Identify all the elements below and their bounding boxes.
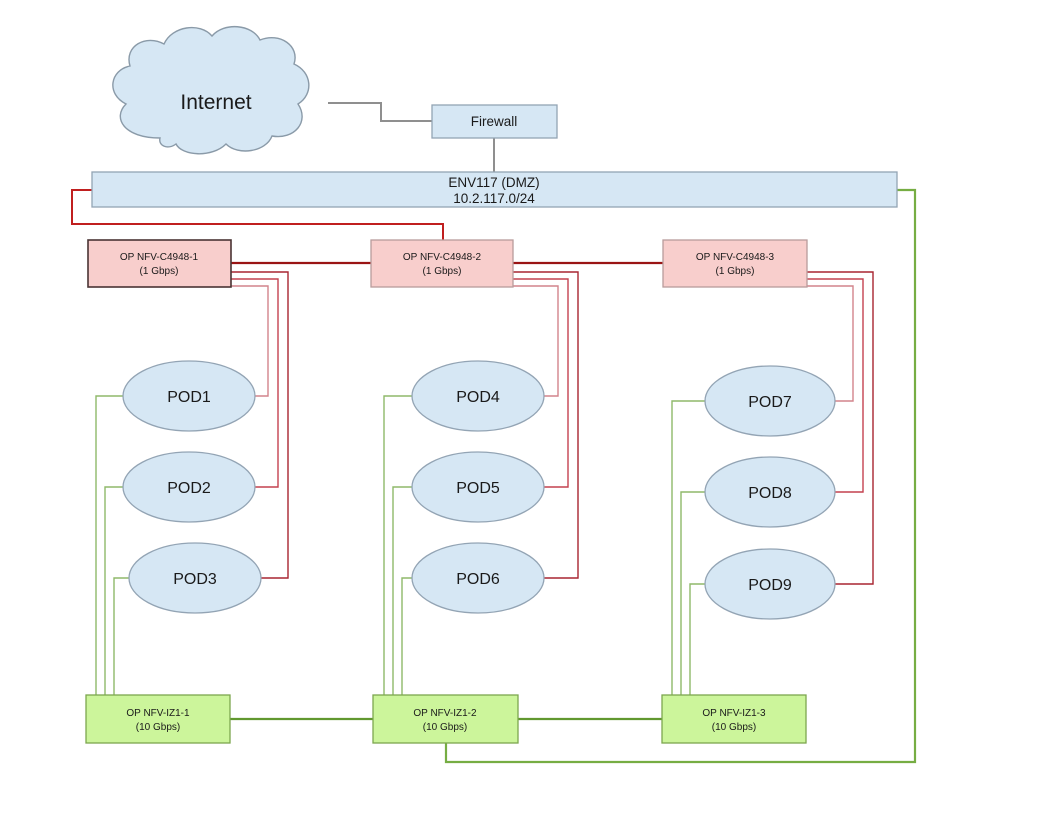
- pod8-label: POD8: [748, 485, 792, 502]
- link-c4948-3-pod8: [807, 278, 864, 493]
- pod9-node[interactable]: POD9: [704, 548, 836, 620]
- pod9-ellipse: [704, 548, 836, 620]
- link-internet-firewall: [328, 102, 432, 122]
- link-c4948-1-pod2: [231, 278, 279, 488]
- switch-iz1-3-box: [661, 694, 807, 744]
- pod3-label: POD3: [173, 571, 217, 588]
- switch-c4948-3-box: [662, 239, 808, 288]
- switch-c4948-2-speed: (1 Gbps): [423, 266, 462, 277]
- switch-iz1-2-name: OP NFV-IZ1-2: [413, 708, 477, 719]
- pod5-node[interactable]: POD5: [411, 451, 545, 523]
- firewall-label: Firewall: [471, 114, 518, 129]
- pod1-label: POD1: [167, 389, 211, 406]
- switch-c4948-3-name: OP NFV-C4948-3: [696, 252, 775, 263]
- switch-c4948-2-box: [370, 239, 514, 288]
- pod5-label: POD5: [456, 480, 500, 497]
- pod6-ellipse: [411, 542, 545, 614]
- switch-iz1-2-box: [372, 694, 519, 744]
- switch-c4948-1-speed: (1 Gbps): [140, 266, 179, 277]
- dmz-name-label: ENV117 (DMZ): [448, 175, 539, 190]
- switch-c4948-1-name: OP NFV-C4948-1: [120, 252, 199, 263]
- pod1-node[interactable]: POD1: [122, 360, 256, 432]
- dmz-subnet-label: 10.2.117.0/24: [453, 191, 535, 206]
- pod4-label: POD4: [456, 389, 500, 406]
- switch-c4948-2-node[interactable]: OP NFV-C4948-2 (1 Gbps): [370, 239, 514, 288]
- link-pod4-iz1-2: [383, 395, 412, 695]
- link-c4948-3-pod7: [807, 285, 854, 402]
- switch-iz1-1-node[interactable]: OP NFV-IZ1-1 (10 Gbps): [85, 694, 231, 744]
- pod5-ellipse: [411, 451, 545, 523]
- switch-iz1-2-node[interactable]: OP NFV-IZ1-2 (10 Gbps): [372, 694, 519, 744]
- link-pod8-iz1-3: [680, 491, 705, 695]
- pod4-node[interactable]: POD4: [411, 360, 545, 432]
- pod8-ellipse: [704, 456, 836, 528]
- switch-iz1-3-node[interactable]: OP NFV-IZ1-3 (10 Gbps): [661, 694, 807, 744]
- link-c4948-1-pod3: [231, 271, 289, 579]
- dmz-bar-node[interactable]: ENV117 (DMZ) 10.2.117.0/24: [91, 171, 898, 208]
- switch-iz1-3-speed: (10 Gbps): [712, 722, 756, 733]
- link-c4948-1-pod1: [231, 285, 269, 397]
- pod3-ellipse: [128, 542, 262, 614]
- switch-c4948-3-node[interactable]: OP NFV-C4948-3 (1 Gbps): [662, 239, 808, 288]
- pod2-label: POD2: [167, 480, 211, 497]
- pod7-node[interactable]: POD7: [704, 365, 836, 437]
- link-c4948-3-pod9: [807, 271, 874, 585]
- link-pod1-iz1-1: [95, 395, 123, 695]
- switch-iz1-1-name: OP NFV-IZ1-1: [126, 708, 190, 719]
- switch-c4948-2-name: OP NFV-C4948-2: [403, 252, 482, 263]
- link-pod5-iz1-2: [392, 486, 412, 695]
- pod9-label: POD9: [748, 577, 792, 594]
- pod3-node[interactable]: POD3: [128, 542, 262, 614]
- link-pod2-iz1-1: [104, 486, 123, 695]
- pod4-ellipse: [411, 360, 545, 432]
- cloud-shape: [112, 25, 310, 155]
- switch-iz1-3-name: OP NFV-IZ1-3: [702, 708, 766, 719]
- pod7-label: POD7: [748, 394, 792, 411]
- switch-c4948-3-speed: (1 Gbps): [716, 266, 755, 277]
- switch-iz1-1-box: [85, 694, 231, 744]
- link-iz1-2-to-dmz-loop: [444, 188, 917, 764]
- firewall-node[interactable]: Firewall: [431, 104, 558, 139]
- link-pod7-iz1-3: [671, 400, 705, 695]
- switch-iz1-2-speed: (10 Gbps): [423, 722, 467, 733]
- firewall-box: [431, 104, 558, 139]
- link-dmz-to-c4948-2: [71, 189, 444, 240]
- pod7-ellipse: [704, 365, 836, 437]
- link-pod9-iz1-3: [689, 583, 705, 695]
- switch-c4948-1-node[interactable]: OP NFV-C4948-1 (1 Gbps): [87, 239, 232, 288]
- pod6-node[interactable]: POD6: [411, 542, 545, 614]
- pod1-ellipse: [122, 360, 256, 432]
- switch-iz1-1-speed: (10 Gbps): [136, 722, 180, 733]
- link-c4948-2-pod4: [513, 285, 559, 397]
- dmz-bar: [91, 171, 898, 208]
- internet-label: Internet: [180, 91, 251, 114]
- link-pod6-iz1-2: [401, 577, 412, 695]
- switch-c4948-1-box: [87, 239, 232, 288]
- link-pod3-iz1-1: [113, 577, 129, 695]
- link-c4948-2-pod6: [513, 271, 579, 579]
- pod6-label: POD6: [456, 571, 500, 588]
- internet-cloud-node[interactable]: Internet: [112, 25, 310, 155]
- pod2-ellipse: [122, 451, 256, 523]
- pod2-node[interactable]: POD2: [122, 451, 256, 523]
- link-c4948-2-pod5: [513, 278, 569, 488]
- pod8-node[interactable]: POD8: [704, 456, 836, 528]
